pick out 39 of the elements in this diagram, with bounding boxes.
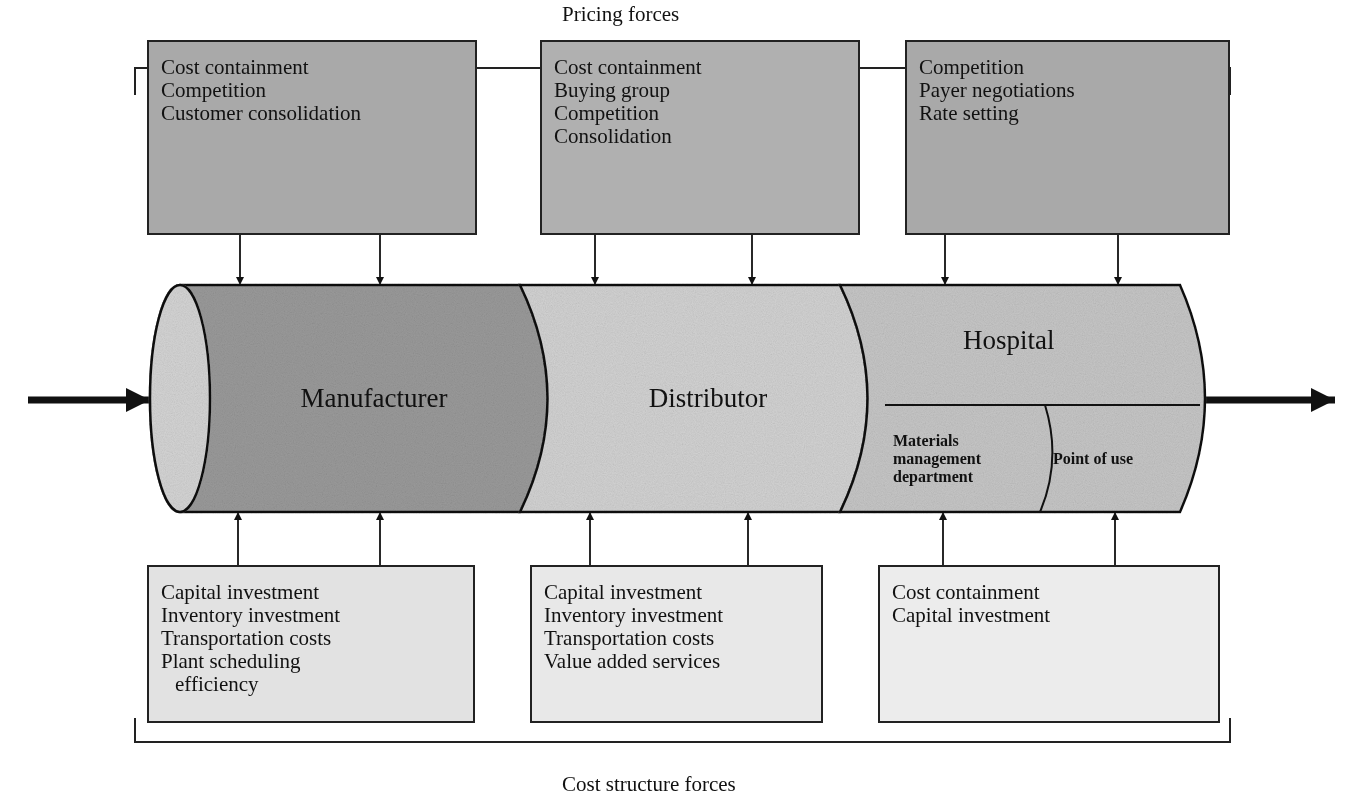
arrow [236, 234, 244, 286]
factor-text: Inventory investment [544, 604, 725, 627]
arrow [941, 234, 949, 286]
factor-text: Customer consolidation [161, 102, 363, 125]
factor-text: Capital investment [161, 581, 321, 604]
factor-text: Buying group [554, 79, 672, 102]
factor-text: Capital investment [544, 581, 704, 604]
factor-text: Plant scheduling efficiency [161, 650, 302, 696]
factor-text: Competition [554, 102, 659, 125]
segment-label: Manufacturer [300, 383, 448, 414]
factor-text: Value added services [544, 650, 722, 673]
segment-label: Hospital [963, 325, 1055, 356]
arrow [376, 234, 384, 286]
arrow [591, 234, 599, 286]
section-heading: Cost structure forces [562, 772, 736, 797]
factor-box [147, 40, 477, 235]
arrow [748, 234, 756, 286]
factor-text: Payer negotiations [919, 79, 1076, 102]
factor-text: Rate setting [919, 102, 1019, 125]
factor-box [147, 565, 475, 723]
factor-box [905, 40, 1230, 235]
factor-text: Transportation costs [544, 627, 716, 650]
factor-text: Consolidation [554, 125, 673, 148]
arrow [1114, 234, 1122, 286]
factor-text: Capital investment [892, 604, 1052, 627]
factor-text: Cost containment [554, 56, 703, 79]
section-label: Materials management department [893, 431, 982, 486]
segment-label: Distributor [648, 383, 768, 414]
factor-text: Competition [161, 79, 267, 102]
factor-text: Competition [919, 56, 1025, 79]
factor-box [540, 40, 860, 235]
factor-text: Cost containment [161, 56, 310, 79]
factor-text: Inventory investment [161, 604, 342, 627]
factor-box [530, 565, 823, 723]
section-label: Point of use [1053, 449, 1133, 468]
factor-box [878, 565, 1220, 723]
factor-text: Cost containment [892, 581, 1041, 604]
factor-text: Transportation costs [161, 627, 333, 650]
section-heading: Pricing forces [562, 2, 680, 27]
